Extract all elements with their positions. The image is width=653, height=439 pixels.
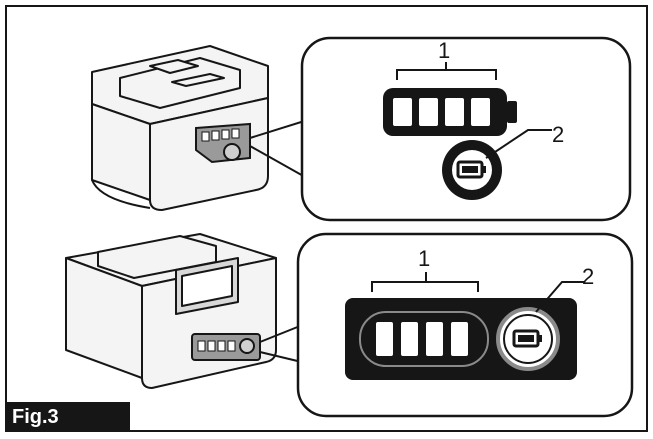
battery-level-icon (456, 160, 486, 179)
callout-2-number-top: 2 (552, 122, 564, 147)
battery-indicator-lamps (393, 98, 490, 126)
callout-1-bracket-bottom (371, 272, 479, 292)
indicator-lamp (393, 98, 412, 126)
callout-2-leader-top (485, 129, 552, 159)
battery-indicator-window (195, 122, 251, 164)
charger-illustration (65, 233, 277, 389)
callout-1-number-top: 1 (438, 38, 450, 63)
indicator-lamp (426, 322, 443, 356)
indicator-lamp (376, 322, 393, 356)
figure-label: Fig.3 (6, 402, 130, 432)
charger-indicator-lamps (376, 322, 468, 356)
indicator-lamp (471, 98, 490, 126)
indicator-lamp (451, 322, 468, 356)
callout-1-bracket-top (396, 62, 497, 80)
charger-indicator-window (191, 333, 261, 361)
callout-2-number-bottom: 2 (582, 264, 594, 289)
callout-1-number-bottom: 1 (418, 246, 430, 271)
charger-battery-level-icon (512, 329, 542, 348)
indicator-lamp (401, 322, 418, 356)
battery-lamp-terminal (507, 101, 517, 123)
callout-2-leader-bottom (535, 281, 584, 313)
indicator-lamp (419, 98, 438, 126)
figure-frame (5, 5, 648, 432)
indicator-lamp (445, 98, 464, 126)
